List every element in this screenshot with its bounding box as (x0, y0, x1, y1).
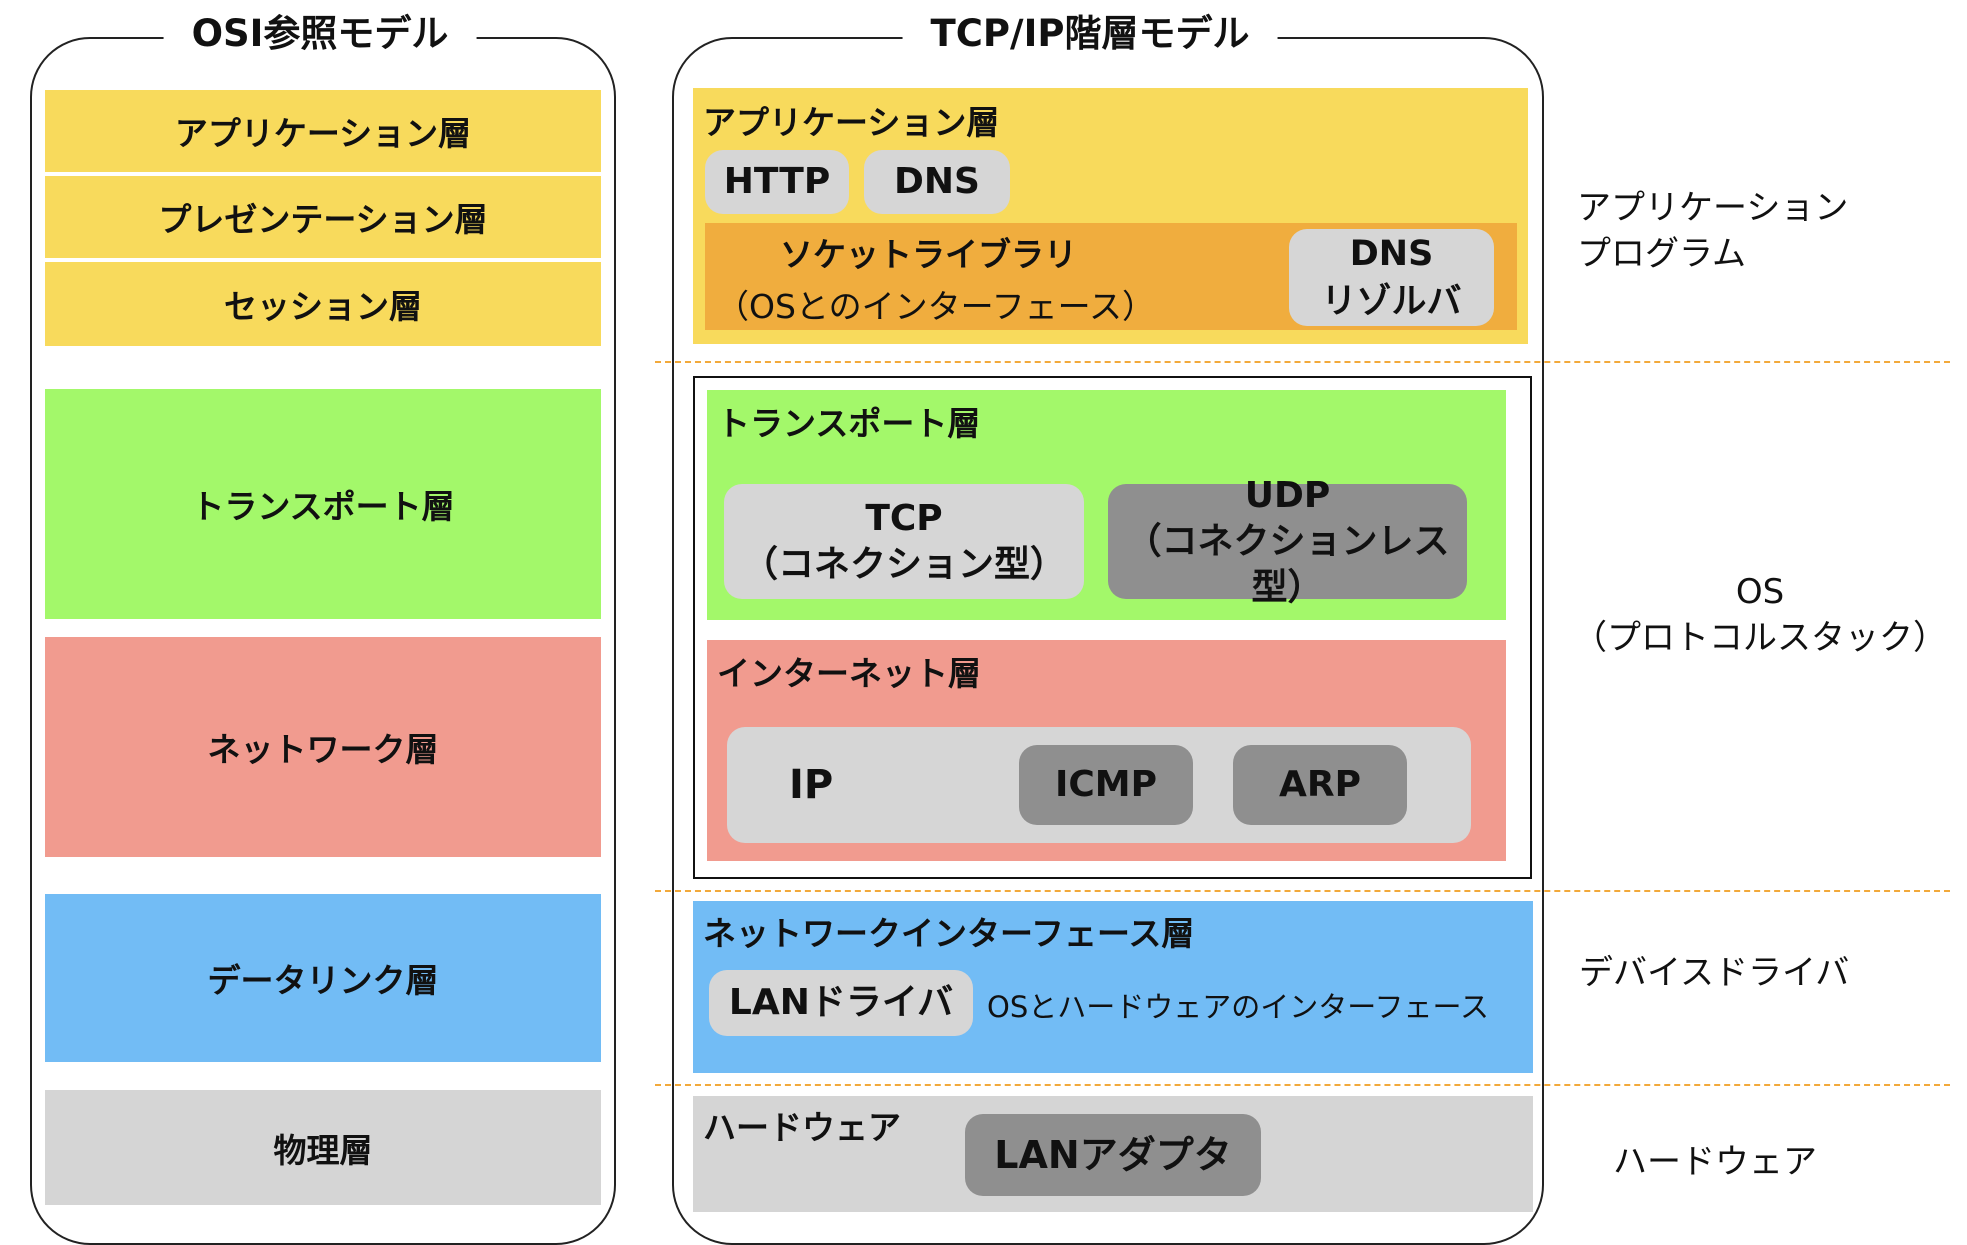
side-label-os-line1: OS (1735, 572, 1785, 612)
udp-line1: UDP (1244, 474, 1331, 516)
side-label-application: アプリケーション プログラム (1577, 185, 1848, 277)
tcp-box: TCP （コネクション型） (724, 484, 1084, 599)
icmp-box: ICMP (1019, 745, 1193, 825)
tcpip-hardware-label: ハードウェア (703, 1108, 901, 1147)
side-label-application-line1: アプリケーション (1577, 188, 1849, 228)
tcpip-internet-label: インターネット層 (717, 654, 981, 693)
tcpip-transport-label: トランスポート層 (717, 404, 981, 443)
osi-presentation-layer: プレゼンテーション層 (45, 176, 601, 258)
side-label-hardware: ハードウェア (1613, 1142, 1817, 1182)
dns-box: DNS (864, 150, 1010, 214)
dns-resolver-line2: リゾルバ (1321, 281, 1462, 322)
osi-transport-layer: トランスポート層 (45, 389, 601, 619)
udp-line2: （コネクションレス型） (1125, 520, 1450, 608)
osi-session-layer: セッション層 (45, 262, 601, 346)
lan-driver-box: LANドライバ (709, 970, 973, 1036)
socket-library-title: ソケットライブラリ (780, 235, 1077, 274)
tcpip-netif-label: ネットワークインターフェース層 (703, 914, 1195, 953)
separator-driver-hardware (655, 1084, 1950, 1086)
ip-label: IP (789, 762, 834, 808)
os-stack-outline (693, 376, 1532, 879)
tcp-line2: （コネクション型） (741, 543, 1066, 585)
tcp-line1: TCP (865, 497, 943, 539)
side-label-application-line2: プログラム (1577, 234, 1746, 274)
separator-app-os (655, 361, 1950, 363)
lan-adapter-box: LANアダプタ (965, 1114, 1261, 1196)
dns-resolver-line1: DNS (1349, 233, 1434, 274)
tcpip-title: TCP/IP階層モデル (902, 12, 1278, 56)
osi-network-layer: ネットワーク層 (45, 637, 601, 857)
socket-library-subtitle: （OSとのインターフェース） (716, 287, 1155, 326)
side-label-driver: デバイスドライバ (1579, 953, 1850, 993)
osi-physical-layer: 物理層 (45, 1090, 601, 1205)
udp-box: UDP （コネクションレス型） (1108, 475, 1467, 608)
osi-title: OSI参照モデル (163, 12, 477, 56)
separator-os-driver (655, 890, 1950, 892)
side-label-os: OS （プロトコルスタック） (1573, 569, 1947, 661)
osi-application-layer: アプリケーション層 (45, 90, 601, 172)
arp-box: ARP (1233, 745, 1407, 825)
netif-note: OSとハードウェアのインターフェース (987, 990, 1490, 1024)
dns-resolver-box: DNS リゾルバ (1289, 229, 1494, 326)
http-box: HTTP (705, 150, 849, 214)
side-label-os-line2: （プロトコルスタック） (1573, 618, 1947, 658)
tcpip-application-label: アプリケーション層 (703, 103, 1000, 142)
osi-datalink-layer: データリンク層 (45, 894, 601, 1062)
